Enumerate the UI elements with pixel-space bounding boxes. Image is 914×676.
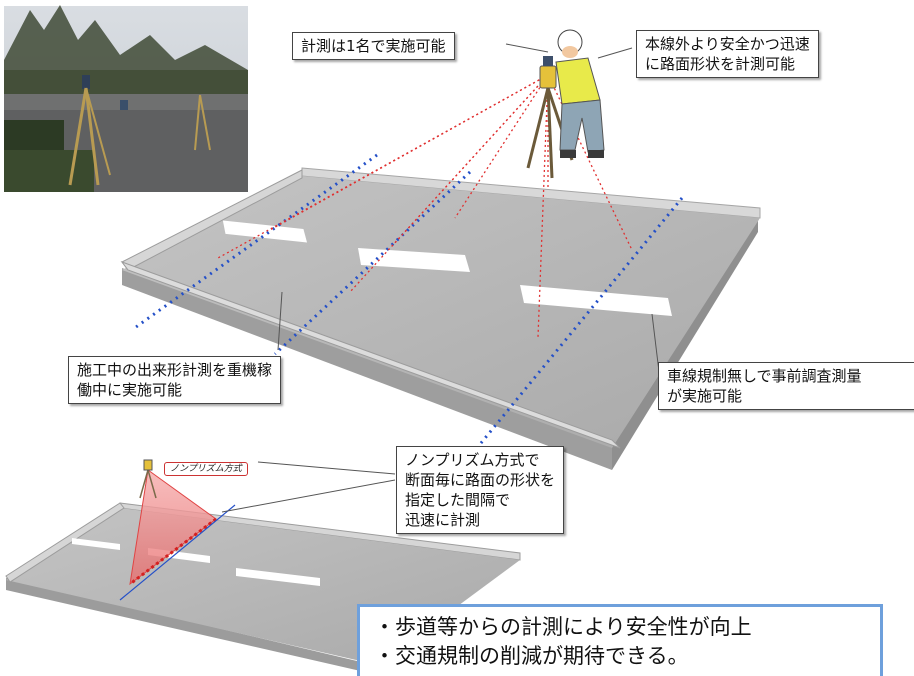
callout-outside-lane-line2: に路面形状を計測可能 [645,55,796,73]
callout-no-lane-closure: 車線規制無しで事前調査測量 が実施可能 [658,362,914,410]
method-tag: ノンプリズム方式 [164,462,248,476]
callout-outside-lane: 本線外より安全かつ迅速 に路面形状を計測可能 [636,30,819,78]
callout-prismless-line2: 断面毎に路面の形状を [405,471,556,489]
summary-line-1: ・歩道等からの計測により安全性が向上 [374,615,752,639]
summary-line-2: ・交通規制の削減が期待できる。 [374,644,689,668]
callout-prismless-line1: ノンプリズム方式で [405,451,540,469]
summary-box: ・歩道等からの計測により安全性が向上 ・交通規制の削減が期待できる。 [357,604,883,676]
laser-rays [217,74,633,338]
callout-prismless: ノンプリズム方式で 断面毎に路面の形状を 指定した間隔で 迅速に計測 [396,446,565,534]
scan-lines [135,153,684,455]
callout-during-construction-line2: 働中に実施可能 [77,381,183,399]
surveyor-figure [526,29,605,179]
field-photo [4,5,248,192]
callout-one-person: 計測は1名で実施可能 [292,32,455,60]
main-road [120,167,761,470]
callout-during-construction-line1: 施工中の出来形計測を重機稼 [77,361,273,379]
callout-prismless-line3: 指定した間隔で [405,491,511,509]
callout-prismless-line4: 迅速に計測 [405,511,481,529]
callout-no-lane-closure-line1: 車線規制無しで事前調査測量 [667,367,862,385]
callout-no-lane-closure-line2: が実施可能 [667,387,743,405]
callout-leaders [221,43,661,513]
callout-during-construction: 施工中の出来形計測を重機稼 働中に実施可能 [68,356,282,404]
callout-one-person-text: 計測は1名で実施可能 [301,37,446,55]
callout-outside-lane-line1: 本線外より安全かつ迅速 [645,35,810,53]
